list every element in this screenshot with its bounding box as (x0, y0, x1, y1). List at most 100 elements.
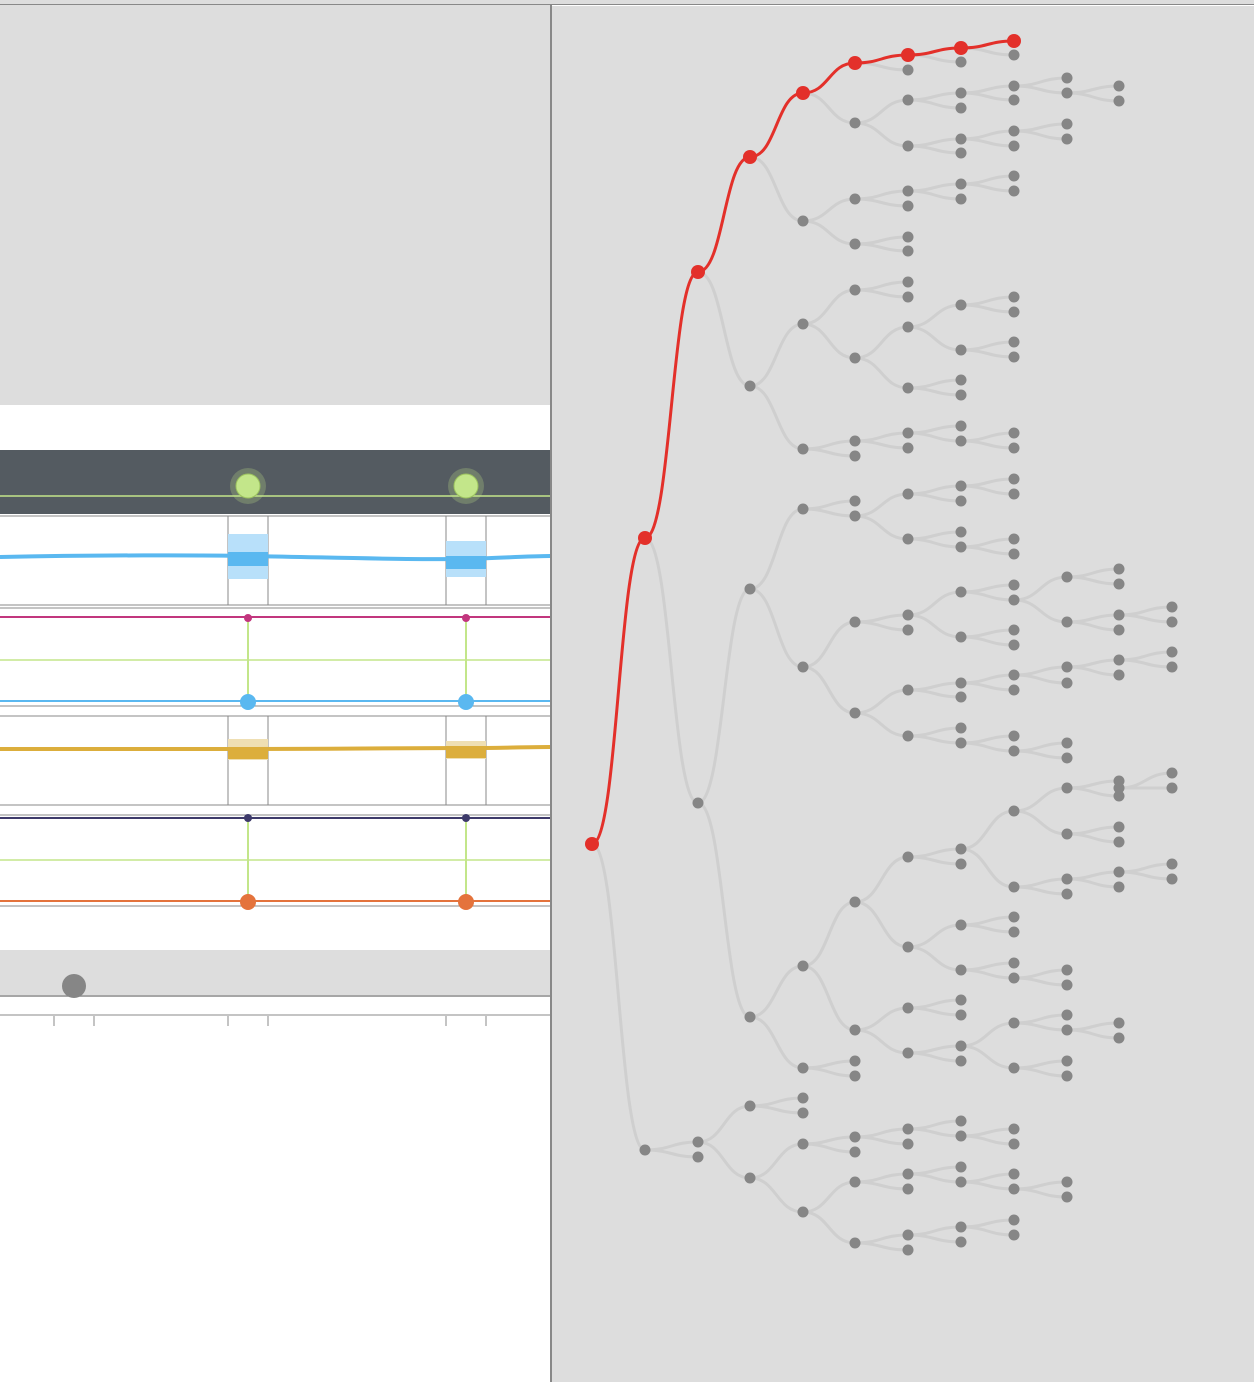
tree-node-icon[interactable] (955, 586, 967, 598)
tree-node-icon[interactable] (955, 722, 967, 734)
tree-node-icon[interactable] (1008, 745, 1020, 757)
event-marker-1[interactable] (230, 468, 266, 504)
tree-node-icon[interactable] (849, 1146, 861, 1158)
tree-node-icon[interactable] (849, 238, 861, 250)
tree-node-icon[interactable] (1008, 684, 1020, 696)
tree-node-icon[interactable] (1008, 1138, 1020, 1150)
tree-node-icon[interactable] (955, 964, 967, 976)
tree-node-icon[interactable] (1008, 624, 1020, 636)
tree-node-icon[interactable] (744, 583, 756, 595)
tree-node-icon[interactable] (1113, 669, 1125, 681)
tree-node-icon[interactable] (955, 102, 967, 114)
tree-node-icon[interactable] (1061, 752, 1073, 764)
tree-node-icon[interactable] (955, 737, 967, 749)
tree-node-icon[interactable] (1061, 979, 1073, 991)
tree-node-icon[interactable] (1166, 858, 1178, 870)
tree-node-icon[interactable] (955, 677, 967, 689)
tree-node-icon[interactable] (902, 321, 914, 333)
tree-node-icon[interactable] (955, 691, 967, 703)
tree-node-icon[interactable] (1166, 873, 1178, 885)
tree-node-icon[interactable] (1008, 805, 1020, 817)
tree-node-icon[interactable] (639, 1144, 651, 1156)
tree-node-icon[interactable] (1008, 972, 1020, 984)
tree-node-icon[interactable] (1113, 866, 1125, 878)
tree-node-icon[interactable] (902, 140, 914, 152)
tree-node-icon[interactable] (1008, 291, 1020, 303)
tree-node-icon[interactable] (1008, 911, 1020, 923)
tree-node-icon[interactable] (1008, 488, 1020, 500)
tree-node-icon[interactable] (955, 374, 967, 386)
tree-node-icon[interactable] (902, 1168, 914, 1180)
tree-node-icon[interactable] (1166, 661, 1178, 673)
tree-node-icon[interactable] (1113, 563, 1125, 575)
tree-node-icon[interactable] (1061, 118, 1073, 130)
tree-node-icon[interactable] (902, 1123, 914, 1135)
tree-node-icon[interactable] (1061, 571, 1073, 583)
tree-node-icon[interactable] (797, 1092, 809, 1104)
tree-node-icon[interactable] (955, 1221, 967, 1233)
tree-node-icon[interactable] (955, 299, 967, 311)
tree-node-icon[interactable] (797, 1206, 809, 1218)
tree-node-icon[interactable] (955, 389, 967, 401)
active-path-icon[interactable] (1007, 34, 1021, 48)
tree-node-icon[interactable] (1166, 646, 1178, 658)
tree-node-icon[interactable] (955, 1161, 967, 1173)
active-path-icon[interactable] (796, 86, 810, 100)
tree-node-icon[interactable] (955, 56, 967, 68)
tree-node-icon[interactable] (902, 730, 914, 742)
tree-node-icon[interactable] (849, 193, 861, 205)
tree-node-icon[interactable] (902, 427, 914, 439)
tree-node-icon[interactable] (1008, 427, 1020, 439)
tree-node-icon[interactable] (1113, 1017, 1125, 1029)
tree-node-icon[interactable] (797, 1062, 809, 1074)
tree-node-icon[interactable] (1061, 873, 1073, 885)
tree-node-icon[interactable] (902, 851, 914, 863)
tree-node-icon[interactable] (797, 318, 809, 330)
tree-node-icon[interactable] (1008, 140, 1020, 152)
tree-node-icon[interactable] (902, 1002, 914, 1014)
tree-node-icon[interactable] (1008, 548, 1020, 560)
tree-node-icon[interactable] (1113, 578, 1125, 590)
tree-node-icon[interactable] (849, 117, 861, 129)
tree-node-icon[interactable] (955, 1055, 967, 1067)
tree-node-icon[interactable] (1061, 964, 1073, 976)
tree-node-icon[interactable] (902, 382, 914, 394)
tree-node-icon[interactable] (797, 215, 809, 227)
tree-node-icon[interactable] (1008, 1183, 1020, 1195)
tree-node-icon[interactable] (1008, 1123, 1020, 1135)
tree-node-icon[interactable] (1008, 533, 1020, 545)
tree-node-icon[interactable] (1061, 1024, 1073, 1036)
tree-node-icon[interactable] (1008, 594, 1020, 606)
tree-node-icon[interactable] (1008, 1229, 1020, 1241)
tree-node-icon[interactable] (1061, 133, 1073, 145)
timeline-scrubber[interactable] (0, 950, 550, 1016)
tree-node-icon[interactable] (1008, 185, 1020, 197)
tree-node-icon[interactable] (902, 231, 914, 243)
tree-node-icon[interactable] (955, 631, 967, 643)
tree-node-icon[interactable] (902, 624, 914, 636)
tree-node-icon[interactable] (849, 1024, 861, 1036)
tree-node-icon[interactable] (1113, 609, 1125, 621)
tree-node-icon[interactable] (849, 1070, 861, 1082)
tree-node-icon[interactable] (955, 526, 967, 538)
tree-node-icon[interactable] (955, 1009, 967, 1021)
tree-node-icon[interactable] (1061, 661, 1073, 673)
tree-node-icon[interactable] (1008, 94, 1020, 106)
tree-node-icon[interactable] (797, 503, 809, 515)
tree-node-icon[interactable] (1008, 926, 1020, 938)
tree-node-icon[interactable] (955, 133, 967, 145)
tree-node-icon[interactable] (1008, 351, 1020, 363)
tree-node-icon[interactable] (1008, 730, 1020, 742)
tree-node-icon[interactable] (1061, 1055, 1073, 1067)
tree-node-icon[interactable] (1061, 87, 1073, 99)
tree-node-icon[interactable] (955, 541, 967, 553)
tree-node-icon[interactable] (692, 797, 704, 809)
tree-node-icon[interactable] (955, 480, 967, 492)
tree-node-icon[interactable] (1008, 639, 1020, 651)
tree-node-icon[interactable] (902, 1138, 914, 1150)
tree-node-icon[interactable] (902, 291, 914, 303)
tree-node-icon[interactable] (744, 1172, 756, 1184)
tree-node-icon[interactable] (1166, 616, 1178, 628)
tree-node-icon[interactable] (1113, 836, 1125, 848)
tree-node-icon[interactable] (1113, 782, 1125, 794)
